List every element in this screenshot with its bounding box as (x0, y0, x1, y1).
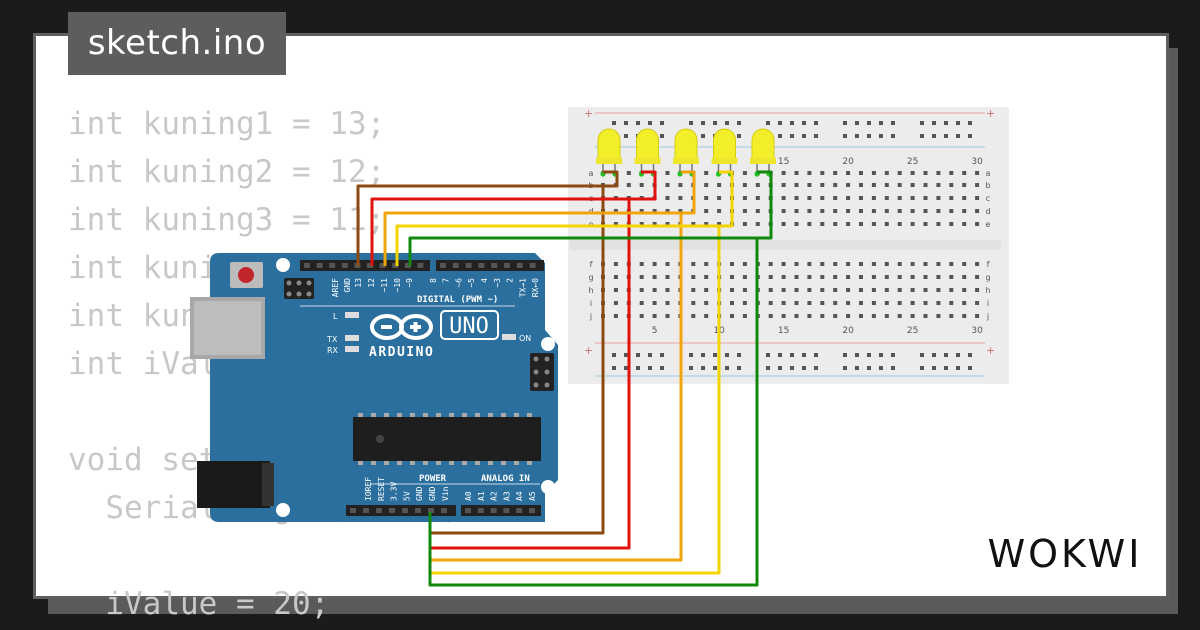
pin-label: A4 (515, 491, 524, 501)
row-letter: f (987, 260, 990, 269)
label-tx: TX (326, 335, 338, 344)
label-l: L (333, 312, 338, 321)
pin-label: 2 (506, 278, 515, 283)
power-jack (197, 461, 270, 508)
row-letter: a (986, 169, 991, 178)
arduino-logo-icon (370, 314, 433, 340)
file-title[interactable]: sketch.ino (68, 12, 286, 75)
row-letter: e (986, 220, 991, 229)
column-number: 5 (652, 326, 658, 336)
wires (356, 170, 773, 587)
wokwi-logo-icon: WOKWI (988, 532, 1143, 576)
pin-label: GND (343, 278, 352, 293)
brand-wordmark: WOKWI (988, 532, 1143, 576)
pin-label: ~9 (405, 278, 414, 288)
row-letter: f (590, 260, 593, 269)
pin-label: 7 (442, 278, 451, 283)
wire-pin9 (408, 236, 759, 587)
pin-label: 13 (354, 278, 363, 288)
model-label: UNO (449, 314, 489, 339)
row-letter: b (985, 181, 990, 190)
rail-plus-label-bottom: + (584, 344, 593, 357)
pin-label: AREF (331, 278, 340, 297)
pin-label: 5V (402, 491, 411, 501)
pin-label: IOREF (364, 477, 373, 501)
label-rx: RX (327, 346, 339, 355)
digital-label: DIGITAL (PWM ~) (417, 295, 498, 305)
column-number: 25 (907, 157, 918, 167)
pin-label: A5 (528, 491, 537, 501)
pin-label: A1 (477, 491, 486, 501)
pin-label: A0 (464, 491, 473, 501)
pin-label: ~11 (380, 278, 389, 293)
column-number: 30 (971, 326, 983, 336)
pin-label: 4 (480, 278, 489, 283)
pin-label: ~3 (493, 278, 502, 288)
led-tx (345, 335, 359, 341)
pin-label: A2 (490, 491, 499, 501)
column-number: 25 (907, 326, 918, 336)
pin-label: RESET (377, 477, 386, 501)
pin-label: Vin (441, 486, 450, 501)
pin-label: ~5 (467, 278, 476, 288)
analog-label: ANALOG IN (481, 474, 530, 484)
pin-label: ~10 (393, 278, 402, 293)
row-letter: d (985, 207, 990, 216)
led-on (502, 334, 516, 340)
led-l (345, 312, 359, 318)
pin-label: A3 (502, 491, 511, 501)
rail-plus-label: + (584, 107, 593, 120)
row-letter: g (985, 273, 990, 282)
pin-label: 3.3V (390, 482, 399, 501)
code-line: int kuning1 = 13; (68, 106, 386, 142)
pin-label: TX→1 (518, 278, 527, 297)
row-letter: i (590, 299, 592, 308)
row-letter: j (589, 312, 592, 321)
column-number: 15 (778, 157, 789, 167)
code-line: iValue = 20; (68, 586, 330, 622)
row-letter: c (986, 194, 990, 203)
column-number: 15 (778, 326, 789, 336)
pin-label: ~6 (454, 278, 463, 288)
column-number: 20 (842, 157, 854, 167)
row-letter: h (985, 286, 990, 295)
row-letter: g (588, 273, 593, 282)
rail-plus-label-right: + (986, 107, 995, 120)
pin-label: GND (415, 486, 424, 501)
atmega-chip (353, 417, 541, 461)
row-letter: h (588, 286, 593, 295)
label-on: ON (519, 334, 531, 343)
row-letter: a (589, 169, 594, 178)
power-label: POWER (419, 474, 447, 484)
led-array[interactable] (596, 128, 776, 177)
pin-label: GND (428, 486, 437, 501)
arduino-uno-board[interactable]: L TX RX ON UNO ARDUINO DIGITAL (PWM ~) P… (190, 253, 558, 522)
arduino-wordmark: ARDUINO (369, 345, 434, 360)
column-number: 30 (971, 157, 983, 167)
pin-label: 8 (429, 278, 438, 283)
column-number: 20 (842, 326, 854, 336)
row-letter: i (987, 299, 989, 308)
led-rx (345, 346, 359, 352)
pin-label: 12 (367, 278, 376, 288)
rail-plus-label-bottom-right: + (986, 344, 995, 357)
code-line: int kuning2 = 12; (68, 154, 386, 190)
pin-label: RX←0 (531, 278, 540, 297)
row-letter: j (986, 312, 989, 321)
